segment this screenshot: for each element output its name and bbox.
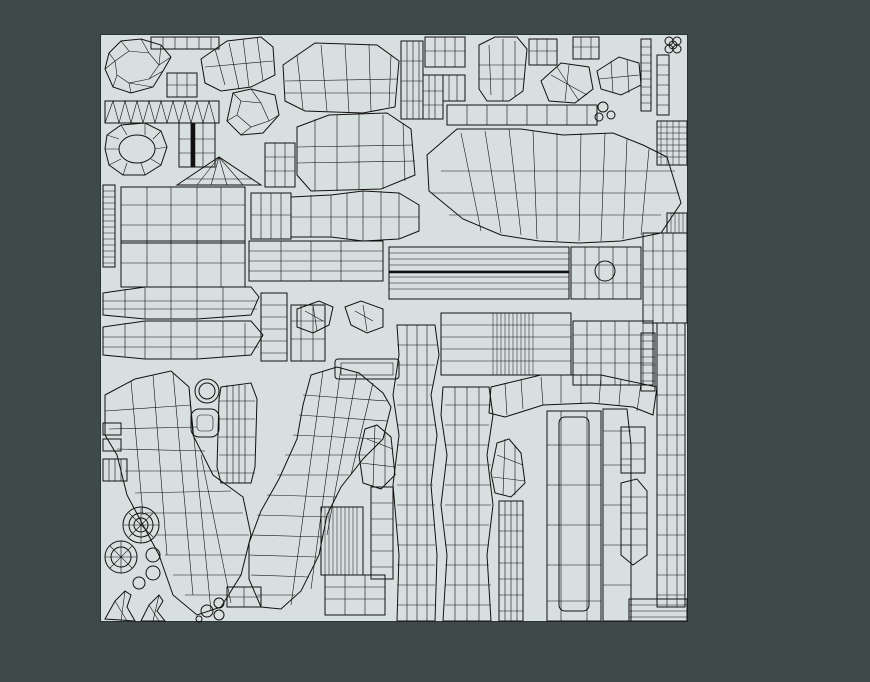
uv-island-small-rings-cluster[interactable] (132, 547, 161, 590)
uv-island-gear-bottomcenter[interactable] (195, 597, 225, 623)
uv-island-bottom-right-stack[interactable] (628, 598, 688, 622)
uv-island-ring-top[interactable] (194, 378, 220, 404)
uv-island-dense-panel-center[interactable] (440, 312, 572, 376)
uv-island-bottom-blocks-center[interactable] (226, 574, 386, 616)
uv-island-cone-small-left[interactable] (358, 424, 396, 490)
uv-island-side-column[interactable] (400, 40, 444, 120)
uv-island-shell-right[interactable] (248, 366, 392, 610)
uv-island-ring-large-lowerleft[interactable] (122, 506, 160, 544)
uv-island-cylinder-stack-left[interactable] (102, 286, 264, 360)
uv-island-leaf-shapes[interactable] (540, 56, 642, 104)
uv-island-dense-bar-topright[interactable] (656, 120, 688, 166)
uv-island-mid-panel[interactable] (570, 246, 642, 300)
uv-island-ribbed-panel-center[interactable] (216, 382, 258, 484)
uv-island-tall-column-1[interactable] (392, 324, 440, 622)
uv-island-cone-small-center[interactable] (490, 438, 526, 498)
uv-island-roof[interactable] (175, 156, 263, 186)
uv-wireframe-layout (102, 36, 688, 623)
uv-island-small-cone[interactable] (226, 88, 280, 136)
uv-island-dense-strips-lowcenter[interactable] (320, 486, 394, 580)
uv-island-box-small-right[interactable] (620, 426, 648, 566)
uv-island-small-strips-center[interactable] (248, 240, 384, 282)
uv-island-tiny-pads-left[interactable] (102, 422, 128, 482)
uv-island-hstrip-stack[interactable] (388, 246, 570, 300)
uv-island-body-mid-center[interactable] (296, 112, 416, 192)
uv-island-shell-left[interactable] (104, 370, 252, 616)
uv-island-grid-blocks[interactable] (150, 36, 220, 168)
uv-island-slots-top[interactable] (424, 36, 466, 102)
uv-island-shoe-top[interactable] (200, 36, 276, 92)
uv-island-small-disks[interactable] (594, 101, 616, 122)
uv-island-small-column-center[interactable] (498, 500, 524, 622)
uv-island-tiny-rect-b[interactable] (572, 36, 600, 60)
uv-island-leg-long-1[interactable] (546, 410, 602, 622)
uv-island-arch-top[interactable] (488, 374, 658, 418)
uv-island-edge-block-right[interactable] (666, 212, 688, 234)
uv-island-side-ribs[interactable] (572, 320, 654, 386)
uv-island-tube-horizontal[interactable] (290, 190, 420, 242)
uv-island-boot-block[interactable] (120, 186, 246, 288)
uv-island-long-bar[interactable] (446, 104, 598, 126)
uv-island-tall-column-2[interactable] (440, 386, 494, 622)
uv-island-torso-right[interactable] (426, 128, 682, 244)
uv-island-armor-piece[interactable] (478, 36, 528, 102)
uv-island-tiny-rect-a[interactable] (528, 38, 558, 66)
uv-island-circles-cluster[interactable] (664, 36, 682, 54)
uv-island-panel-right-of-stack[interactable] (260, 292, 326, 362)
uv-island-head-lower-left[interactable] (104, 122, 168, 176)
uv-texture-canvas[interactable] (100, 34, 688, 623)
uv-island-square-stack[interactable] (250, 142, 296, 240)
uv-island-vertical-barcode[interactable] (102, 184, 116, 268)
uv-island-tooth-strip[interactable] (104, 99, 220, 125)
uv-island-rail-right-tall[interactable] (656, 322, 686, 608)
uv-island-rail-right-small[interactable] (640, 332, 656, 392)
uv-island-vertical-rails-right[interactable] (640, 38, 670, 116)
uv-island-head-top-left[interactable] (104, 38, 172, 94)
uv-island-leg-long-2[interactable] (602, 408, 632, 622)
uv-island-ring-mid[interactable] (190, 408, 220, 438)
uv-island-ring-medium-lowerleft[interactable] (104, 540, 138, 574)
uv-island-body-top-center[interactable] (282, 42, 400, 114)
uv-island-bat-wings[interactable] (296, 300, 384, 334)
uv-island-claws-bottomleft[interactable] (104, 590, 167, 622)
uv-island-grid-right[interactable] (642, 232, 688, 324)
